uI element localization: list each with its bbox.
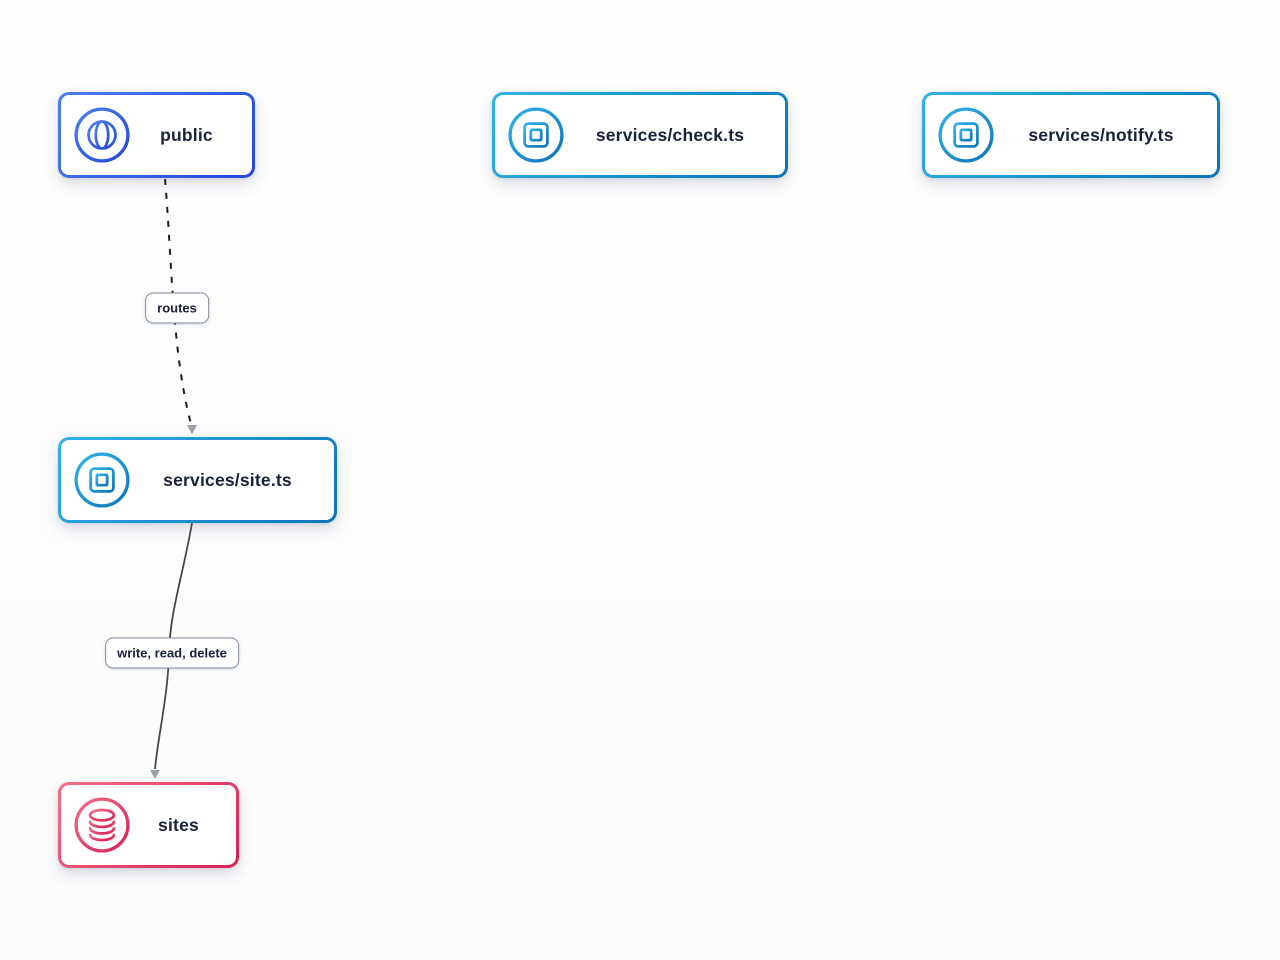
node-public-body: public: [61, 95, 252, 175]
node-label: services/site.ts: [163, 469, 292, 490]
node-services-notify-body: services/notify.ts: [925, 95, 1217, 175]
chip-icon: [937, 106, 995, 164]
node-services-site-body: services/site.ts: [61, 440, 334, 520]
node-services-check-body: services/check.ts: [495, 95, 785, 175]
node-sites[interactable]: sites: [58, 782, 239, 868]
node-services-site[interactable]: services/site.ts: [58, 437, 337, 523]
chip-icon: [507, 106, 565, 164]
node-label: public: [160, 124, 213, 145]
edge-label-routes: routes: [145, 292, 209, 324]
node-services-notify[interactable]: services/notify.ts: [922, 92, 1220, 178]
node-public[interactable]: public: [58, 92, 255, 178]
database-icon: [73, 796, 131, 854]
node-label: sites: [158, 814, 199, 835]
arrowhead-site-to-sites: [150, 770, 160, 779]
node-services-check[interactable]: services/check.ts: [492, 92, 788, 178]
arrowhead-public-to-site: [187, 425, 197, 434]
node-label: services/notify.ts: [1028, 124, 1174, 145]
node-sites-body: sites: [61, 785, 236, 865]
node-label: services/check.ts: [595, 124, 745, 145]
chip-icon: [73, 451, 131, 509]
globe-icon: [73, 106, 131, 164]
edge-label-write-read-delete: write, read, delete: [105, 637, 239, 669]
